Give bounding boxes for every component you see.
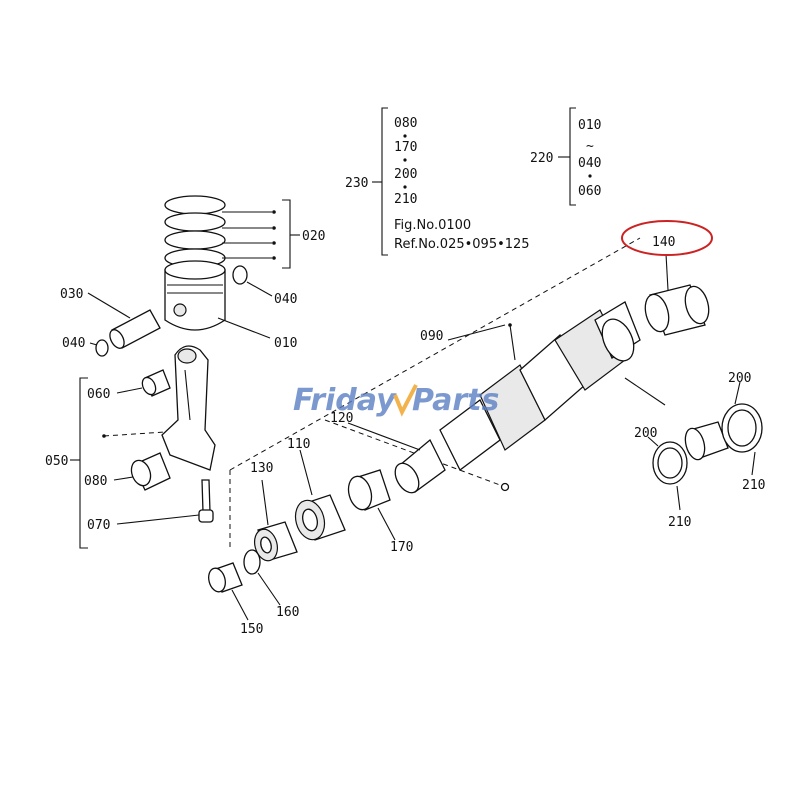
callout-200-right: 200	[728, 371, 751, 386]
label-120-group: 120	[330, 411, 421, 451]
watermark-text-left: Friday	[293, 383, 397, 418]
callout-010: 010	[274, 336, 297, 351]
callout-030: 030	[60, 287, 83, 302]
callout-120: 120	[330, 411, 353, 426]
o-ring-160: 160	[243, 549, 299, 620]
callout-170: 170	[390, 540, 413, 555]
kit-220-label: 220	[530, 151, 553, 166]
piston-rings: 020	[164, 195, 325, 269]
callout-040-right: 040	[274, 292, 297, 307]
kit-230-ref-no: Ref.No.025•095•125	[394, 237, 530, 252]
callout-040-left: 040	[62, 336, 85, 351]
callout-020: 020	[302, 229, 325, 244]
callout-060: 060	[87, 387, 110, 402]
kit-230-group: 230 080 170 200 210 Fig.No.0100 Ref.No.0…	[345, 107, 530, 256]
kit-230-item-4: 210	[394, 192, 417, 207]
highlight-circle-140	[621, 220, 713, 256]
kit-230-item-3: 200	[394, 167, 417, 182]
bearing-140: 140	[621, 220, 713, 336]
watermark-logo: Friday Parts	[293, 383, 499, 418]
watermark-check-icon	[393, 384, 418, 417]
gear-110: 110	[287, 437, 346, 541]
watermark-text-right: Parts	[412, 383, 499, 418]
callout-210-left: 210	[668, 515, 691, 530]
callout-160: 160	[276, 605, 299, 620]
kit-220-group: 220 010 ~ 040 060	[530, 107, 601, 206]
callout-070: 070	[87, 518, 110, 533]
callout-130: 130	[250, 461, 273, 476]
kit-230-item-1: 080	[394, 116, 417, 131]
bearing-170: 170	[347, 469, 413, 555]
callout-080: 080	[84, 474, 107, 489]
collar-150: 150	[208, 562, 263, 637]
callout-210-right: 210	[742, 478, 765, 493]
kit-230-item-2: 170	[394, 140, 417, 155]
callout-200-left: 200	[634, 426, 657, 441]
kit-220-item-4: 060	[578, 184, 601, 199]
kit-220-item-2: ~	[586, 139, 594, 154]
callout-050: 050	[45, 454, 68, 469]
kit-230-label: 230	[345, 176, 368, 191]
kit-220-item-3: 040	[578, 156, 601, 171]
gear-130: 130	[250, 461, 298, 562]
kit-230-fig-no: Fig.No.0100	[394, 218, 471, 233]
connecting-rod-group: 050 060 080 070	[45, 345, 216, 549]
callout-090: 090	[420, 329, 443, 344]
assembly-line-main	[229, 237, 641, 471]
callout-110: 110	[287, 437, 310, 452]
crankshaft: 090	[394, 301, 666, 494]
snap-ring-left: 040	[62, 336, 109, 357]
callout-150: 150	[240, 622, 263, 637]
piston: 010	[164, 260, 297, 351]
callout-140: 140	[652, 235, 675, 250]
piston-pin: 030	[60, 287, 161, 349]
snap-ring-right: 040	[232, 265, 297, 307]
thrust-bearing-right: 200 200 210 210	[634, 371, 765, 530]
kit-220-item-1: 010	[578, 118, 601, 133]
